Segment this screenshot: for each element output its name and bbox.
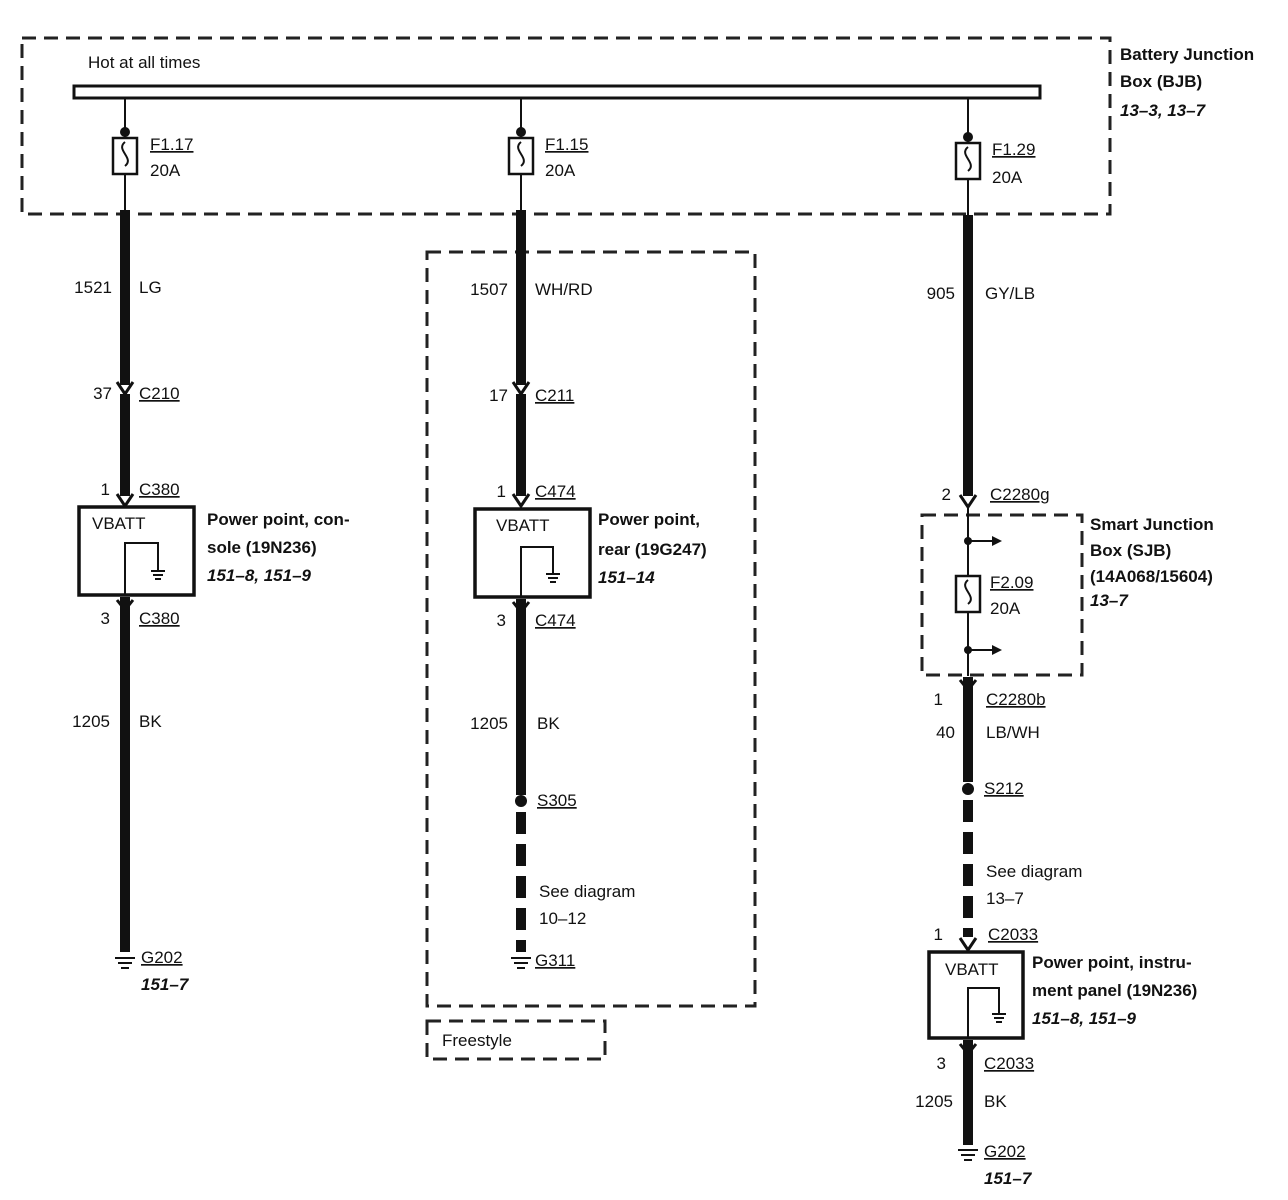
sjb-ref: 13–7 bbox=[1090, 591, 1129, 610]
bjb-ref: 13–3, 13–7 bbox=[1120, 101, 1207, 120]
device-out-connector: C2033 bbox=[984, 1054, 1034, 1073]
wire-color: GY/LB bbox=[985, 284, 1035, 303]
splice-dot bbox=[962, 783, 974, 795]
device-out-connector: C380 bbox=[139, 609, 180, 628]
fuse-name: F1.15 bbox=[545, 135, 588, 154]
power-point-console-box bbox=[77, 505, 196, 597]
device-name-line2: sole (19N236) bbox=[207, 538, 317, 557]
fuse-f1-17 bbox=[111, 136, 139, 176]
splice-dot bbox=[515, 795, 527, 807]
device-ref: 151–14 bbox=[598, 568, 655, 587]
bus-bar bbox=[72, 84, 1042, 100]
circuit-console: F1.17 20A 1521 LG 37 C210 1 C380 VBATT P… bbox=[72, 98, 350, 994]
power-point-instrument-panel-box bbox=[927, 950, 1025, 1040]
fuse-rating: 20A bbox=[992, 168, 1023, 187]
freestyle-option-region bbox=[425, 250, 757, 1008]
ground-ref: 151–7 bbox=[984, 1169, 1033, 1188]
fuse-f1-15 bbox=[507, 136, 535, 176]
bjb-enclosure bbox=[20, 36, 1112, 216]
wire-number: 1507 bbox=[470, 280, 508, 299]
fuse-rating: 20A bbox=[150, 161, 181, 180]
circuit-instrument-panel: F1.29 20A 905 GY/LB 2 C2280g Smart Junct… bbox=[915, 98, 1214, 1188]
bjb-title-line1: Battery Junction bbox=[1120, 45, 1254, 64]
connector-name: C211 bbox=[535, 386, 574, 405]
device-out-pin: 3 bbox=[101, 609, 110, 628]
ground-icon bbox=[115, 957, 135, 969]
splice-name: S305 bbox=[537, 791, 577, 810]
ground-icon bbox=[958, 1149, 978, 1161]
sjb-title-line1: Smart Junction bbox=[1090, 515, 1214, 534]
circuit-rear: Freestyle F1.15 20A 1507 WH/RD 17 C211 1… bbox=[425, 98, 757, 1061]
sjb-fuse-rating: 20A bbox=[990, 599, 1021, 618]
device-name-line1: Power point, bbox=[598, 510, 700, 529]
bjb-title-line2: Box (BJB) bbox=[1120, 72, 1202, 91]
device-in-connector: C474 bbox=[535, 482, 576, 501]
sjb-fuse-name: F2.09 bbox=[990, 573, 1033, 592]
wire2-number: 40 bbox=[936, 723, 955, 742]
sjb-enclosure bbox=[920, 513, 1084, 677]
see-diagram-line1: See diagram bbox=[986, 862, 1082, 881]
splice-name: S212 bbox=[984, 779, 1024, 798]
device-out-pin: 3 bbox=[497, 611, 506, 630]
sjb-title-line2: Box (SJB) bbox=[1090, 541, 1171, 560]
ground-wire-number: 1205 bbox=[72, 712, 110, 731]
wire-color: WH/RD bbox=[535, 280, 593, 299]
device-label: VBATT bbox=[92, 514, 146, 533]
device-in-pin: 1 bbox=[497, 482, 506, 501]
bus-label: Hot at all times bbox=[88, 53, 200, 72]
ground-icon bbox=[511, 957, 531, 969]
see-diagram-line2: 13–7 bbox=[986, 889, 1024, 908]
freestyle-option-box bbox=[425, 1019, 607, 1061]
device-name-line2: rear (19G247) bbox=[598, 540, 707, 559]
device-in-pin: 1 bbox=[934, 925, 943, 944]
fuse-f2-09 bbox=[954, 574, 982, 614]
device-out-connector: C474 bbox=[535, 611, 576, 630]
ground-name: G202 bbox=[984, 1142, 1026, 1161]
sjb-in-pin: 2 bbox=[942, 485, 951, 504]
fuse-rating: 20A bbox=[545, 161, 576, 180]
device-label: VBATT bbox=[945, 960, 999, 979]
connector-pin: 17 bbox=[489, 386, 508, 405]
wire2-color: LB/WH bbox=[986, 723, 1040, 742]
device-ref: 151–8, 151–9 bbox=[1032, 1009, 1137, 1028]
ground-name: G202 bbox=[141, 948, 183, 967]
ground-wire-number: 1205 bbox=[915, 1092, 953, 1111]
device-in-connector: C380 bbox=[139, 480, 180, 499]
device-name-line1: Power point, con- bbox=[207, 510, 350, 529]
device-name-line2: ment panel (19N236) bbox=[1032, 981, 1197, 1000]
see-diagram-line1: See diagram bbox=[539, 882, 635, 901]
sjb-out-connector: C2280b bbox=[986, 690, 1046, 709]
sjb-out-pin: 1 bbox=[934, 690, 943, 709]
ground-wire-color: BK bbox=[537, 714, 560, 733]
device-ref: 151–8, 151–9 bbox=[207, 566, 312, 585]
wire-number: 905 bbox=[927, 284, 955, 303]
connector-pin: 37 bbox=[93, 384, 112, 403]
device-in-pin: 1 bbox=[101, 480, 110, 499]
wire-number: 1521 bbox=[74, 278, 112, 297]
device-in-connector: C2033 bbox=[988, 925, 1038, 944]
device-out-pin: 3 bbox=[937, 1054, 946, 1073]
ground-name: G311 bbox=[535, 951, 575, 970]
fuse-f1-29 bbox=[954, 141, 982, 181]
ground-wire-color: BK bbox=[984, 1092, 1007, 1111]
connector-name: C210 bbox=[139, 384, 180, 403]
ground-wire-color: BK bbox=[139, 712, 162, 731]
fuse-name: F1.17 bbox=[150, 135, 193, 154]
power-point-rear-box bbox=[473, 507, 592, 599]
wire-color: LG bbox=[139, 278, 162, 297]
device-name-line1: Power point, instru- bbox=[1032, 953, 1192, 972]
ground-wire-number: 1205 bbox=[470, 714, 508, 733]
option-label: Freestyle bbox=[442, 1031, 512, 1050]
sjb-in-connector: C2280g bbox=[990, 485, 1050, 504]
sjb-title-line3: (14A068/15604) bbox=[1090, 567, 1213, 586]
fuse-name: F1.29 bbox=[992, 140, 1035, 159]
device-label: VBATT bbox=[496, 516, 550, 535]
see-diagram-line2: 10–12 bbox=[539, 909, 586, 928]
ground-ref: 151–7 bbox=[141, 975, 190, 994]
